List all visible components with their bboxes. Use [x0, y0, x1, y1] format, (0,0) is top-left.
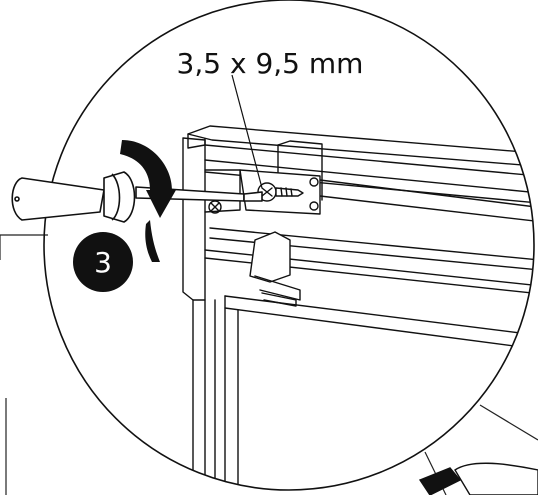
step-badge: 3: [73, 232, 133, 292]
callout-leader-line: [231, 74, 263, 189]
magnifier-circle: [43, 0, 535, 491]
lower-rail: [204, 227, 534, 307]
clockwise-arrow-icon: [120, 140, 176, 262]
cabinet-side-post: [182, 129, 216, 490]
screw-size-label: 3,5 x 9,5 mm: [177, 47, 364, 80]
screwdriver-icon: [11, 171, 263, 223]
door-panel: [224, 295, 534, 490]
adjacent-view-fragment: [418, 462, 538, 495]
step-number: 3: [94, 246, 112, 279]
magnified-detail: [182, 125, 534, 490]
